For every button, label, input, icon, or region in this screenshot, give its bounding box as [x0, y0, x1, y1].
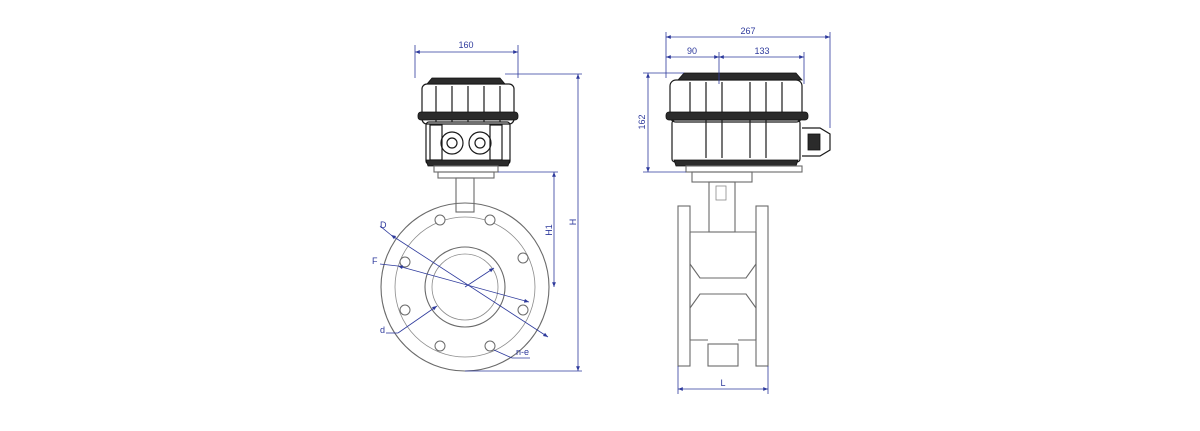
total-width-label: 267 [740, 26, 755, 36]
front-view: 160 H H1 D F d n-e [372, 40, 582, 372]
bore-label: d [380, 325, 385, 335]
right-width-label: 133 [754, 46, 769, 56]
actuator-height-label: 162 [637, 114, 647, 129]
front-mounting-plate [433, 165, 499, 173]
side-stem-key [715, 185, 727, 201]
side-mounting-plate [685, 165, 803, 173]
front-stem-neck [455, 177, 475, 213]
flange-od-label: D [380, 220, 387, 230]
overall-height-label: H [568, 219, 578, 226]
bolt-circle-label: F [372, 256, 378, 266]
front-top-flange [437, 171, 495, 179]
side-stem-neck [708, 181, 736, 233]
front-width-label: 160 [458, 40, 473, 50]
side-top-flange [691, 171, 753, 183]
side-actuator [665, 72, 831, 167]
front-dimensions: 160 H H1 D F d n-e [372, 40, 582, 372]
front-actuator [417, 77, 519, 167]
side-valve-body [677, 205, 769, 367]
face-length-label: L [720, 378, 725, 388]
center-height-label: H1 [544, 224, 554, 236]
side-view: 267 90 133 162 L [637, 26, 831, 394]
bolt-holes-label: n-e [516, 347, 529, 357]
left-width-label: 90 [687, 46, 697, 56]
side-dimensions: 267 90 133 162 L [637, 26, 831, 394]
